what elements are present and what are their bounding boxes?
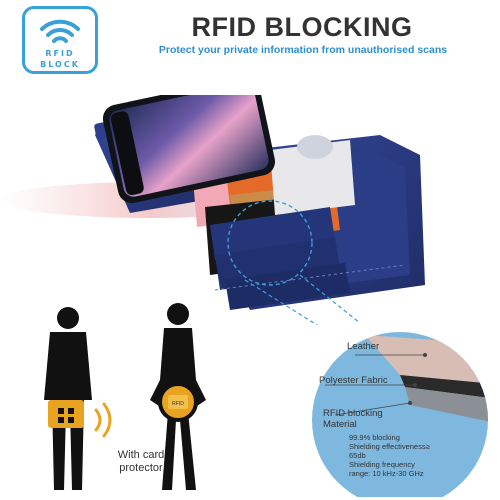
badge-label-block: BLOCK — [40, 60, 80, 69]
spec-item: Shielding frequency — [349, 460, 415, 469]
zoom-circle — [227, 200, 313, 286]
zoom-line-2 — [244, 279, 319, 325]
material-layers-callout: Leather Polyester Fabric RFID blocking M… — [305, 325, 495, 497]
rfid-chip-icon — [58, 408, 74, 423]
signal-waves-icon — [94, 402, 112, 438]
material-circle — [312, 332, 488, 497]
wallet-stitching — [214, 264, 406, 291]
leather-label: Leather — [347, 341, 380, 352]
man-silhouette — [44, 307, 92, 490]
caption-line-2: protector — [119, 462, 163, 474]
zoom-line-1 — [299, 274, 361, 324]
rfid-material-line-1: RFID blocking — [323, 408, 383, 419]
card-pocket-1 — [210, 207, 335, 260]
spec-item: 65db — [349, 451, 366, 460]
spec-item: Shielding effectiveness≥ — [349, 442, 430, 451]
caption-line-1: With card — [117, 449, 165, 461]
wallet-phone-illustration — [0, 95, 425, 325]
card-pocket-2 — [215, 237, 340, 290]
briefcase — [48, 400, 84, 428]
polyester-layer — [400, 375, 488, 400]
spec-item: range: 10 kHz-30 GHz — [349, 469, 424, 478]
rfid-material-label: RFID blocking Material — [323, 408, 383, 430]
polyester-label: Polyester Fabric — [319, 375, 388, 386]
card-protector-caption: With card protector — [106, 449, 176, 475]
card-silver — [270, 140, 355, 215]
camera-cutout — [297, 135, 333, 159]
card-protector-label: RFID — [172, 401, 184, 407]
page-title: RFID BLOCKING — [191, 12, 413, 42]
rfid-material-line-2: Material — [323, 419, 357, 430]
rfid-layer — [405, 387, 488, 425]
silhouettes-illustration: RFID — [44, 303, 206, 490]
spec-list: 99.9% blocking Shielding effectiveness≥ … — [349, 433, 430, 478]
badge-label-rfid: RFID — [45, 49, 75, 58]
wifi-signal-icon — [40, 19, 80, 43]
page-subtitle: Protect your private information from un… — [158, 44, 448, 56]
card-pocket-3 — [225, 263, 350, 310]
smartphone — [102, 95, 276, 204]
rfid-block-badge: RFID BLOCK — [22, 6, 98, 74]
spec-item: 99.9% blocking — [349, 433, 400, 442]
